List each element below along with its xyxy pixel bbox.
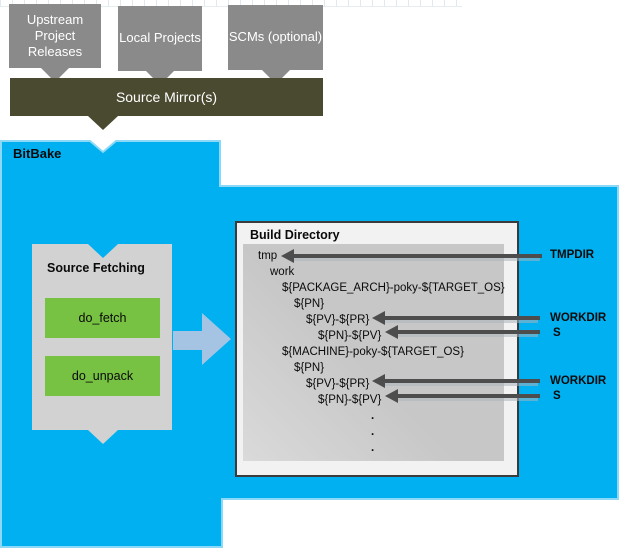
pointer-arrow-workdir-1-icon: [372, 311, 540, 325]
workdir-label-1: WORKDIR: [550, 312, 607, 324]
source-fetching-box: Source Fetching do_fetch do_unpack: [32, 244, 172, 444]
local-projects-label: Local Projects: [119, 30, 201, 46]
upstream-project-releases-box: Upstream Project Releases: [9, 4, 101, 82]
tree-item-pv-pr: ${PV}-${PR}: [306, 378, 370, 390]
scms-box: SCMs (optional): [228, 5, 323, 84]
build-directory-box: Build Directory tmp work ${PACKAGE_ARCH}…: [235, 221, 519, 477]
pointer-arrow-workdir-2-icon: [372, 374, 540, 388]
bitbake-title: BitBake: [13, 146, 62, 161]
source-mirror-bar: Source Mirror(s): [10, 78, 323, 130]
connector-tail-down-icon: [88, 116, 118, 130]
tree-item-package-arch: ${PACKAGE_ARCH}-poky-${TARGET_OS}: [282, 282, 505, 294]
workdir-label-2: WORKDIR: [550, 375, 607, 387]
s-label-1: S: [553, 327, 561, 339]
connector-notch-icon: [88, 244, 118, 258]
tree-item-work: work: [270, 266, 295, 278]
task-do-unpack: do_unpack: [45, 356, 160, 396]
source-fetching-title: Source Fetching: [47, 261, 145, 275]
tree-item-tmp: tmp: [258, 250, 278, 262]
upstream-project-releases-label: Upstream Project Releases: [26, 11, 84, 60]
local-projects-box: Local Projects: [118, 6, 202, 85]
tree-item-pn: ${PN}: [294, 362, 325, 374]
directory-tree: tmp work ${PACKAGE_ARCH}-poky-${TARGET_O…: [243, 244, 505, 461]
s-label-2: S: [553, 390, 561, 402]
build-directory-title: Build Directory: [250, 228, 340, 242]
pointer-arrow-tmpdir-icon: [281, 249, 542, 263]
tree-item-pn: ${PN}: [294, 298, 325, 310]
tree-item-pv-pr: ${PV}-${PR}: [306, 314, 370, 326]
source-mirror-label: Source Mirror(s): [115, 89, 218, 105]
tree-item-pn-pv: ${PN}-${PV}: [318, 330, 382, 342]
tree-item-machine: ${MACHINE}-poky-${TARGET_OS}: [282, 346, 464, 358]
pointer-arrow-s-2-icon: [385, 389, 540, 403]
tree-ellipsis-dot: .: [371, 426, 375, 438]
pointer-arrow-s-1-icon: [385, 325, 540, 339]
task-do-fetch: do_fetch: [45, 298, 160, 338]
tmpdir-label: TMPDIR: [550, 249, 595, 261]
tree-ellipsis-dot: .: [371, 410, 375, 422]
tree-ellipsis-dot: .: [371, 442, 375, 454]
scms-label: SCMs (optional): [228, 29, 323, 45]
connector-tail-down-icon: [88, 430, 118, 444]
flow-arrow-right-icon: [173, 313, 231, 365]
tree-item-pn-pv: ${PN}-${PV}: [318, 394, 382, 406]
